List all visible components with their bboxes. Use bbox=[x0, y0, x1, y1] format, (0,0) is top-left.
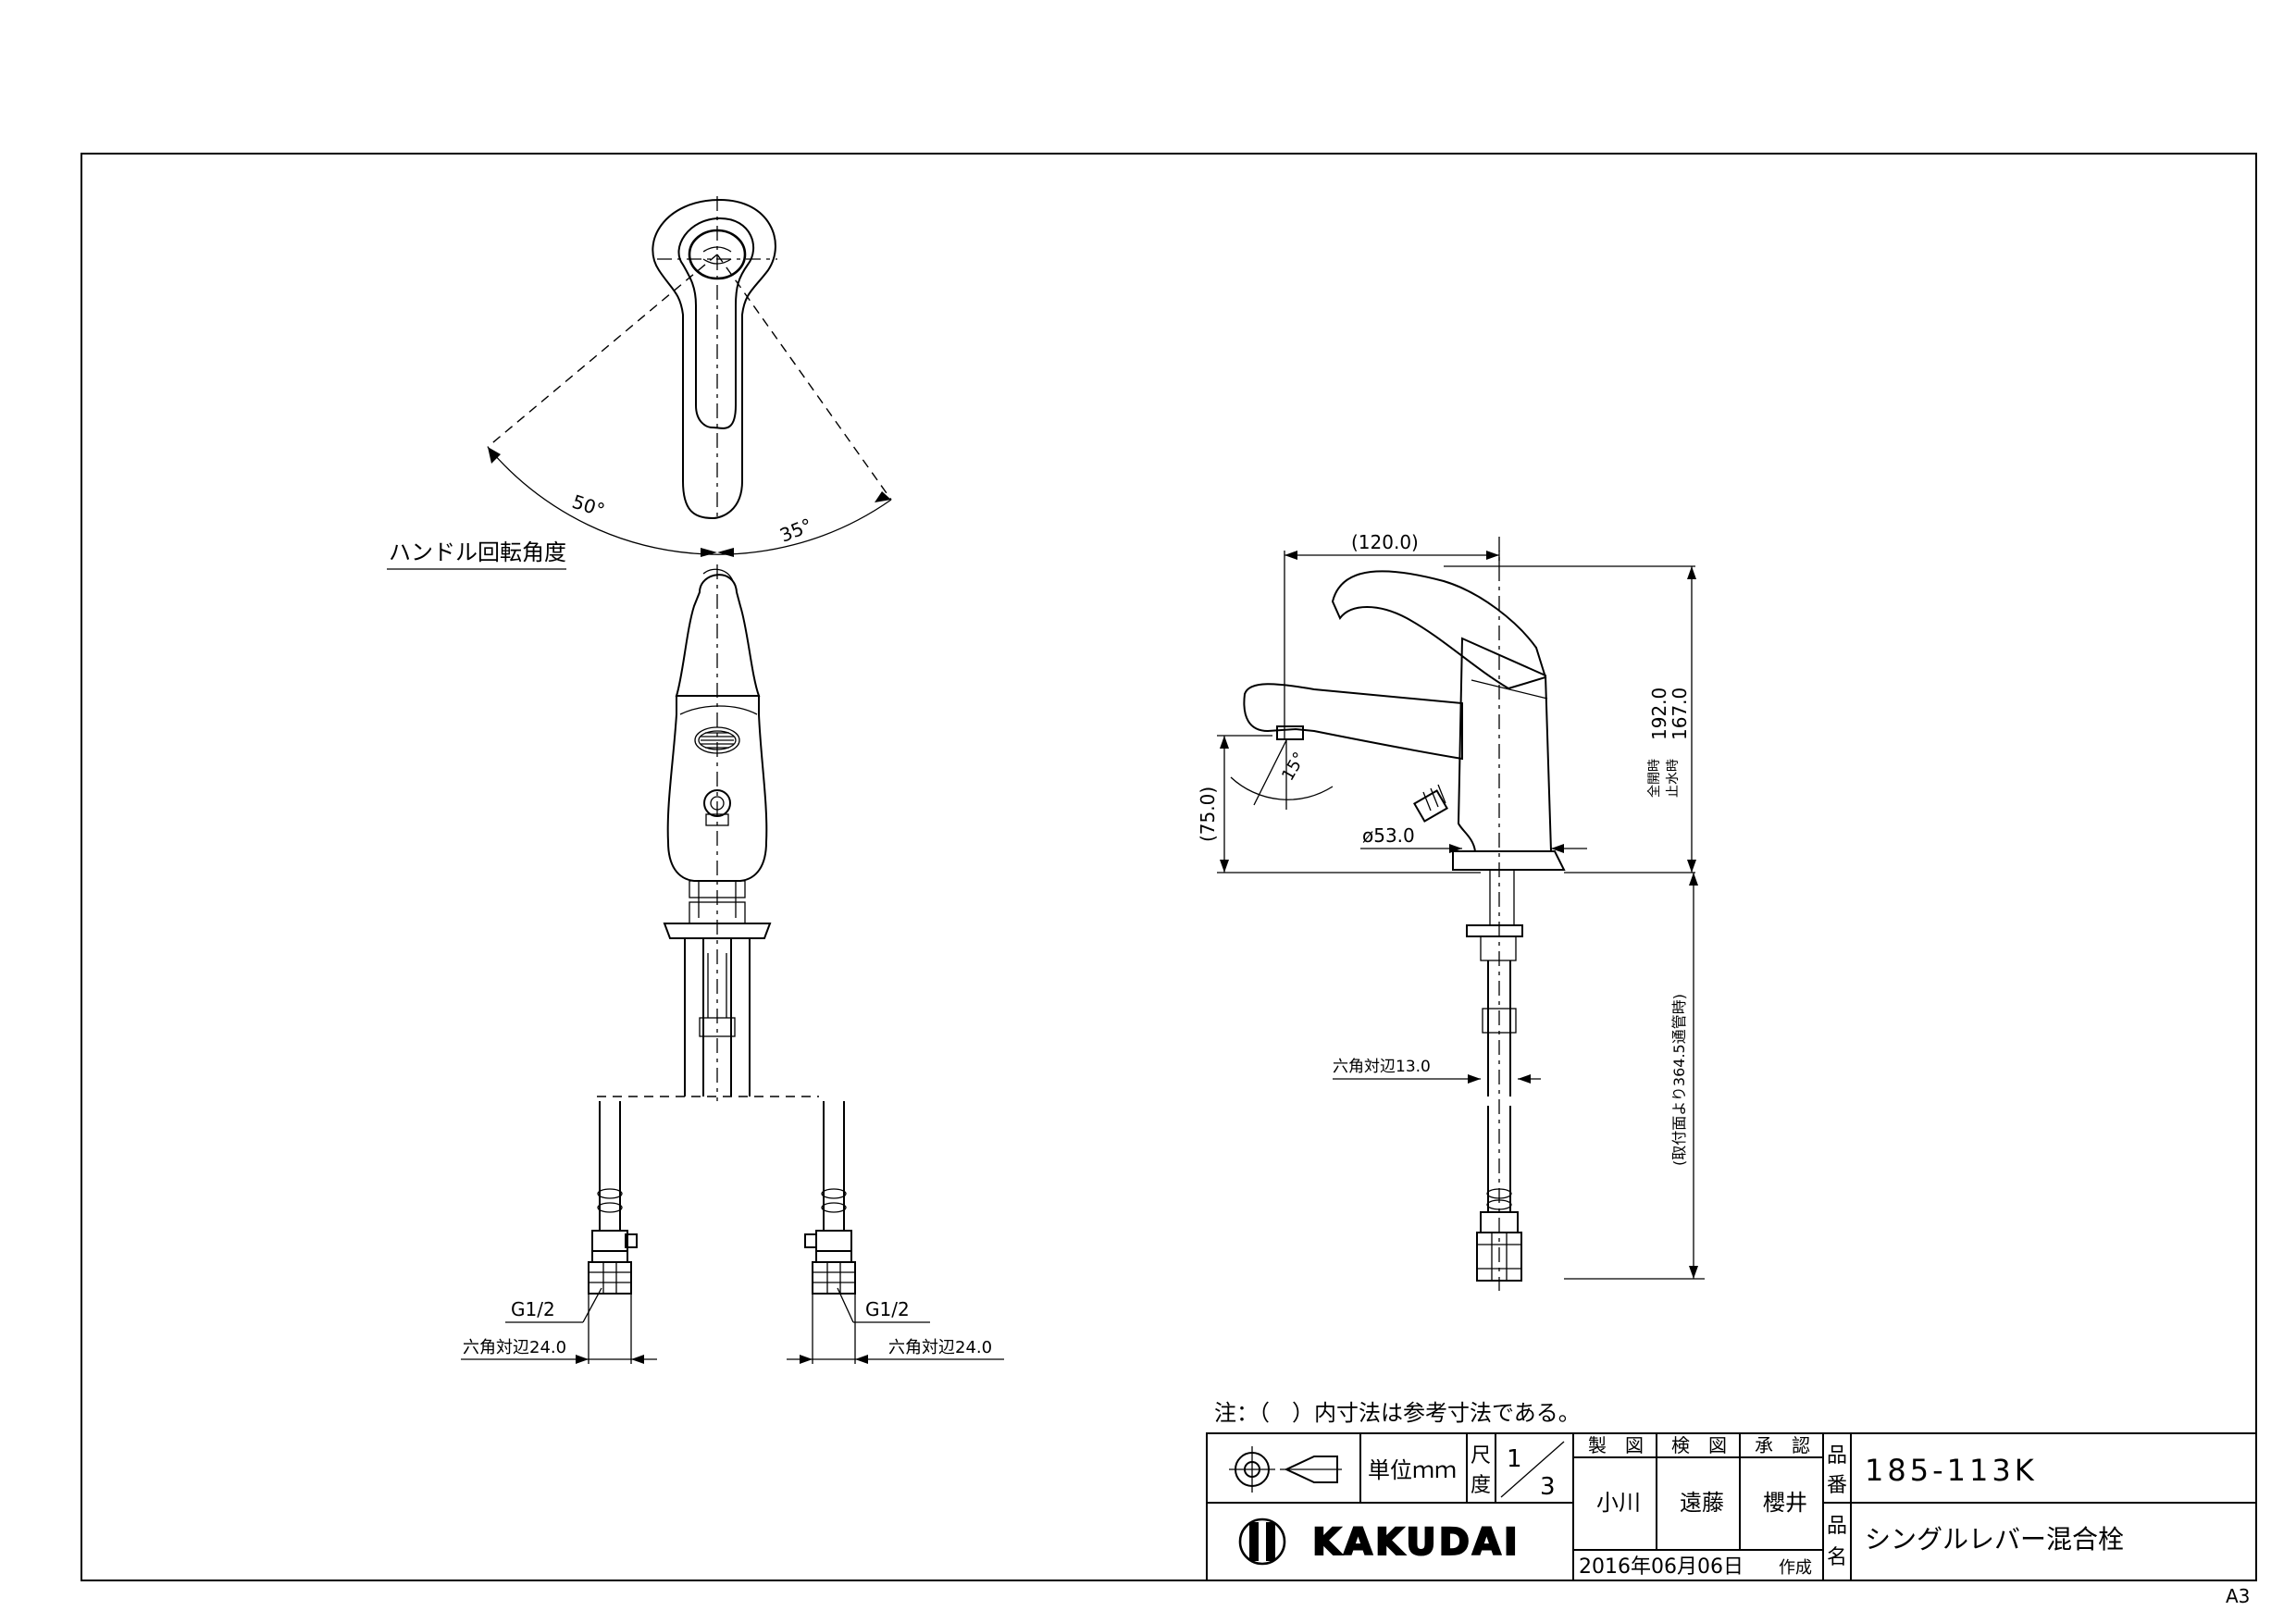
drawn-by: 小川 bbox=[1596, 1490, 1641, 1516]
sheet-size-label: A3 bbox=[2226, 1585, 2250, 1607]
top-view: 50° 35° ハンドル回転角度 bbox=[387, 196, 892, 570]
checked-label: 検 図 bbox=[1671, 1434, 1727, 1456]
product-name: シングルレバー混合栓 bbox=[1865, 1524, 2124, 1555]
dim-pipe-length-label: (取付面より364.5通管時) bbox=[1670, 994, 1688, 1166]
scale-den: 3 bbox=[1540, 1473, 1556, 1501]
checked-by: 遠藤 bbox=[1680, 1490, 1724, 1516]
title-block: 単位ｍｍ 尺 度 1 3 製 図 検 図 承 認 小川 遠藤 櫻井 品 番 18… bbox=[1206, 1432, 2257, 1581]
dim-width-label: (120.0) bbox=[1351, 531, 1419, 553]
note-text: 注：（ ）内寸法は参考寸法である。 bbox=[1214, 1400, 1581, 1426]
approved-by: 櫻井 bbox=[1763, 1490, 1807, 1516]
unit-label: 単位ｍｍ bbox=[1368, 1457, 1457, 1483]
scale-label-1: 尺 bbox=[1471, 1444, 1491, 1468]
handle-rotation-label: ハンドル回転角度 bbox=[389, 539, 566, 565]
angle-15-label: 15° bbox=[1278, 749, 1309, 784]
name-label-1: 品 bbox=[1827, 1515, 1847, 1538]
dim-hex-13-label: 六角対辺13.0 bbox=[1333, 1058, 1431, 1076]
scale-num: 1 bbox=[1507, 1445, 1522, 1473]
angle-35-label: 35° bbox=[776, 514, 815, 547]
part-no-label-1: 品 bbox=[1827, 1444, 1847, 1468]
front-view: G1/2 G1/2 六角対辺24.0 六角対辺24.0 bbox=[461, 564, 1004, 1364]
dim-height-full-label: 全開時 bbox=[1646, 759, 1662, 798]
made-label: 作成 bbox=[1779, 1558, 1812, 1578]
issue-date: 2016年06月06日 bbox=[1579, 1555, 1744, 1579]
sheet-border bbox=[81, 153, 2257, 1581]
dim-height-full-value: 192.0 bbox=[1648, 688, 1670, 740]
thread-left-label: G1/2 bbox=[511, 1298, 555, 1320]
scale-label-2: 度 bbox=[1471, 1474, 1491, 1497]
part-number: 185-113K bbox=[1865, 1453, 2038, 1488]
angle-50-label: 50° bbox=[569, 490, 607, 522]
name-label-2: 名 bbox=[1827, 1546, 1847, 1569]
logo-text: KAKUDAI bbox=[1312, 1521, 1520, 1564]
dim-height-stop-value: 167.0 bbox=[1669, 688, 1691, 740]
part-no-label-2: 番 bbox=[1827, 1474, 1847, 1497]
dim-spout-height-label: (75.0) bbox=[1197, 787, 1219, 842]
thread-right-label: G1/2 bbox=[865, 1298, 910, 1320]
approved-label: 承 認 bbox=[1755, 1434, 1810, 1456]
dim-height-stop-label: 止水時 bbox=[1666, 759, 1681, 798]
drawn-label: 製 図 bbox=[1588, 1434, 1644, 1456]
dim-base-dia-label: ø53.0 bbox=[1362, 824, 1415, 847]
hex-left-label: 六角対辺24.0 bbox=[463, 1338, 566, 1357]
side-view: (120.0) (75.0) 15° ø53.0 全開時 192.0 止水時 1… bbox=[1197, 531, 1705, 1291]
kakudai-logo: KAKUDAI bbox=[1238, 1518, 1520, 1566]
hex-right-label: 六角対辺24.0 bbox=[888, 1338, 992, 1357]
